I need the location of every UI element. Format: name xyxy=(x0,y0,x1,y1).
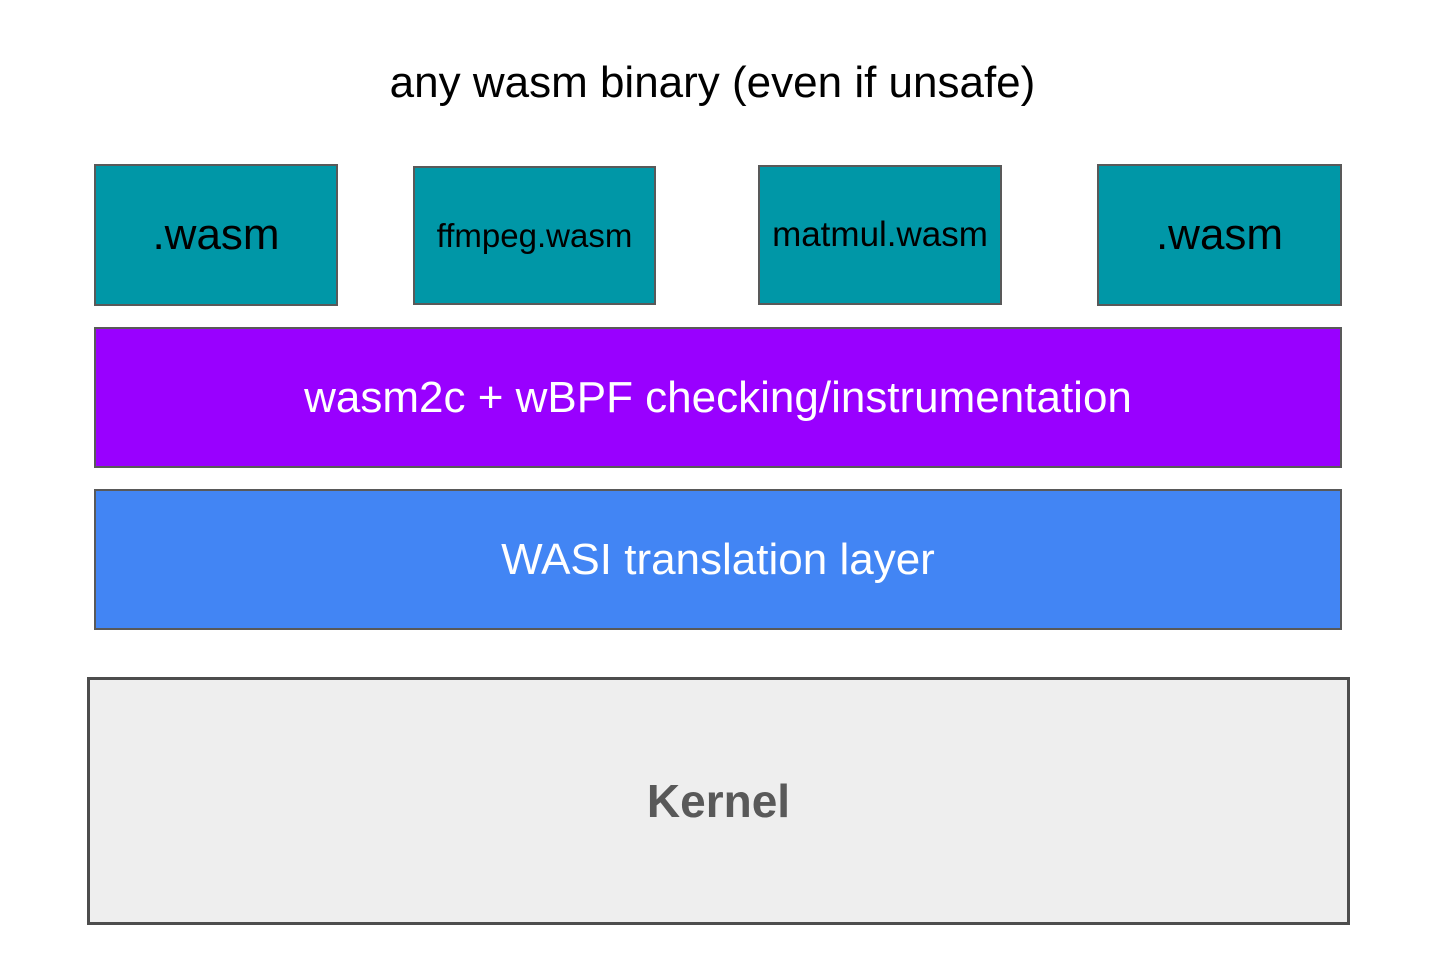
wasm-box-2-label: .wasm xyxy=(1155,210,1284,259)
wasm-box-ffmpeg-label: ffmpeg.wasm xyxy=(436,216,633,254)
kernel-layer-label: Kernel xyxy=(646,775,791,827)
wasm-box-matmul-label: matmul.wasm xyxy=(772,215,988,254)
wasm-box-2: .wasm xyxy=(1097,164,1342,306)
wasi-translation-layer: WASI translation layer xyxy=(94,489,1342,630)
wasm-box-1: .wasm xyxy=(94,164,338,306)
kernel-layer: Kernel xyxy=(87,677,1350,925)
diagram-title: any wasm binary (even if unsafe) xyxy=(389,58,1036,107)
wasm-box-matmul: matmul.wasm xyxy=(758,165,1002,305)
wasi-translation-layer-label: WASI translation layer xyxy=(501,534,935,584)
instrumentation-layer-label: wasm2c + wBPF checking/instrumentation xyxy=(304,372,1132,422)
wasm-box-ffmpeg: ffmpeg.wasm xyxy=(413,166,656,305)
wasm-box-1-label: .wasm xyxy=(152,210,280,259)
instrumentation-layer: wasm2c + wBPF checking/instrumentation xyxy=(94,327,1342,468)
